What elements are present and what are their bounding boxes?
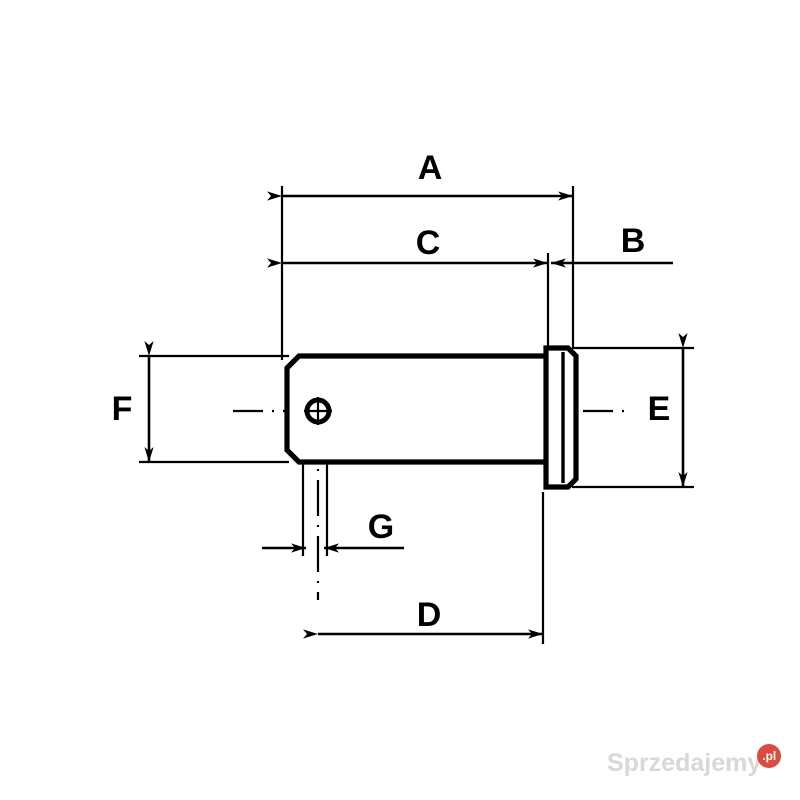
dimension-B: B — [551, 222, 673, 268]
extension-lines — [139, 186, 694, 644]
dimension-E: E — [648, 333, 688, 487]
dim-A-label: A — [418, 149, 443, 187]
dimension-A: A — [267, 149, 573, 201]
cross-hole — [304, 397, 332, 425]
pin-outline — [284, 345, 579, 490]
dimension-D: D — [303, 596, 543, 639]
dim-B-label: B — [621, 222, 646, 260]
dim-F-label: F — [112, 390, 133, 428]
head-flange — [543, 345, 579, 490]
dim-E-label: E — [648, 390, 671, 428]
dimension-F: F — [112, 341, 154, 462]
dim-G-label: G — [368, 508, 394, 546]
dimension-C: C — [267, 224, 548, 268]
dim-C-label: C — [416, 224, 441, 262]
dim-D-label: D — [417, 596, 442, 634]
dimension-G: G — [262, 508, 404, 553]
